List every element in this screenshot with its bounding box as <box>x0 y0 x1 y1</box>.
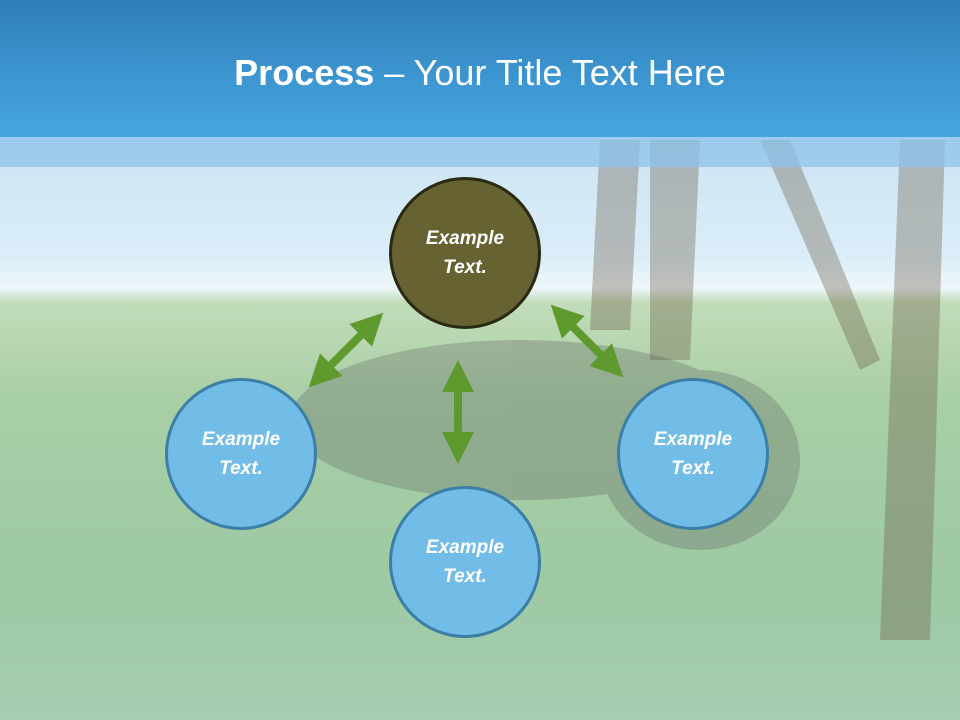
node-label: Example <box>653 429 733 450</box>
title-rest: – Your Title Text Here <box>374 52 726 93</box>
node-label: Text. <box>443 257 487 278</box>
double-arrow-top-left <box>308 312 384 388</box>
title-bold: Process <box>234 52 375 93</box>
node-label: Text. <box>443 566 487 587</box>
node-label: Example <box>201 429 281 450</box>
title-bar <box>0 0 960 137</box>
node-label: Example <box>425 228 505 249</box>
title-band <box>0 137 960 167</box>
node-label: Example <box>425 537 505 558</box>
node-label: Text. <box>671 458 715 479</box>
slide-title: Process – Your Title Text Here <box>0 52 960 94</box>
double-arrow-top-right <box>550 304 624 378</box>
node-label: Text. <box>219 458 263 479</box>
